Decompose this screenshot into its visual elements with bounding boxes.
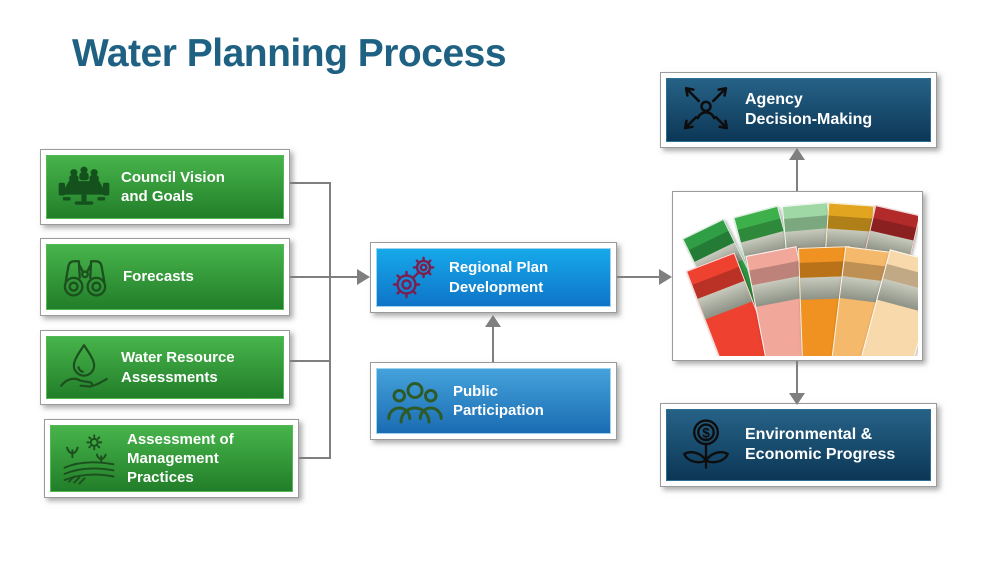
page-title: Water Planning Process xyxy=(72,32,507,75)
node-label: Water Resource Assessments xyxy=(121,349,235,386)
node-label: Regional Plan Development xyxy=(449,259,549,296)
money-plant-icon: $ xyxy=(677,416,735,474)
arrowhead-up-icon xyxy=(485,315,501,327)
node-forecasts: Forecasts xyxy=(40,238,290,316)
node-label: Agency Decision-Making xyxy=(745,90,873,128)
connector-water-stub xyxy=(290,360,330,362)
arrow-plans-to-agency xyxy=(796,157,798,191)
node-label: Forecasts xyxy=(123,268,194,286)
node-public-participation: Public Participation xyxy=(370,362,617,440)
people-group-icon xyxy=(387,376,443,426)
decision-arrows-icon xyxy=(677,81,735,139)
node-label: Public Participation xyxy=(453,382,544,419)
node-label: Council Vision and Goals xyxy=(121,168,225,205)
node-environmental-economic-progress: $ Environmental & Economic Progress xyxy=(660,403,937,487)
svg-text:$: $ xyxy=(702,425,710,440)
arrowhead-right-icon xyxy=(357,269,370,285)
gears-icon xyxy=(387,252,439,304)
arrow-regional-plan-to-plans xyxy=(617,276,660,278)
meeting-table-icon xyxy=(57,160,111,214)
connector-management-stub xyxy=(299,457,330,459)
arrow-participation-to-regional-plan xyxy=(492,325,494,362)
connector-inputs-vertical xyxy=(329,182,331,459)
node-label: Assessment of Management Practices xyxy=(127,430,234,487)
regional-plans-image xyxy=(672,191,923,361)
node-regional-plan-development: Regional Plan Development xyxy=(370,242,617,313)
arrowhead-right-icon xyxy=(659,269,672,285)
arrowhead-up-icon xyxy=(789,148,805,160)
farm-field-icon xyxy=(61,431,117,487)
water-drop-hand-icon xyxy=(57,341,111,395)
arrow-inputs-to-regional-plan xyxy=(290,276,358,278)
arrow-plans-to-progress xyxy=(796,361,798,394)
node-assessment-management-practices: Assessment of Management Practices xyxy=(44,419,299,498)
node-agency-decision-making: Agency Decision-Making xyxy=(660,72,937,148)
binoculars-icon xyxy=(57,249,113,305)
node-label: Environmental & Economic Progress xyxy=(745,425,896,463)
node-water-resource-assessments: Water Resource Assessments xyxy=(40,330,290,405)
arrowhead-down-icon xyxy=(789,393,805,405)
node-council-vision: Council Vision and Goals xyxy=(40,149,290,225)
connector-council-stub xyxy=(290,182,330,184)
